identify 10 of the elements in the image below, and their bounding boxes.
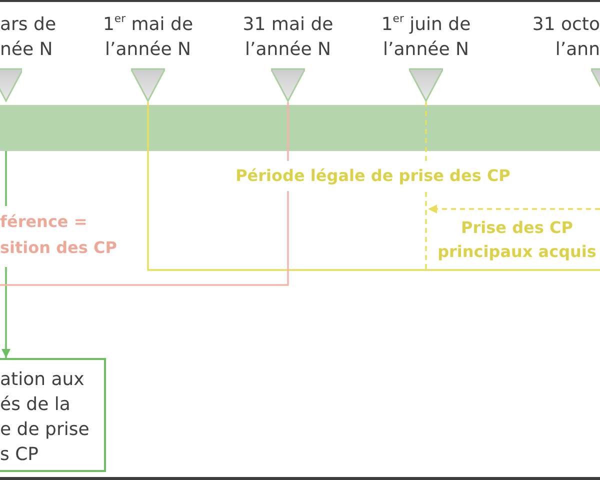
info-box: ation aux és de la e de prise s CP [0, 358, 106, 472]
date-label: 31 octo l’ann [531, 13, 600, 62]
date-label: 31 mai de l’année N [242, 13, 334, 62]
date-label: ars de née N [0, 13, 58, 62]
timeline-band [0, 105, 600, 151]
date-label: 1$^{er}$ mai de l’année N [102, 12, 194, 62]
note-label: Prise des CP principaux acquis [436, 217, 598, 263]
connector-line [0, 102, 289, 286]
date-label: 1$^{er}$ juin de l’année N [380, 12, 472, 62]
connector-line [147, 102, 600, 271]
